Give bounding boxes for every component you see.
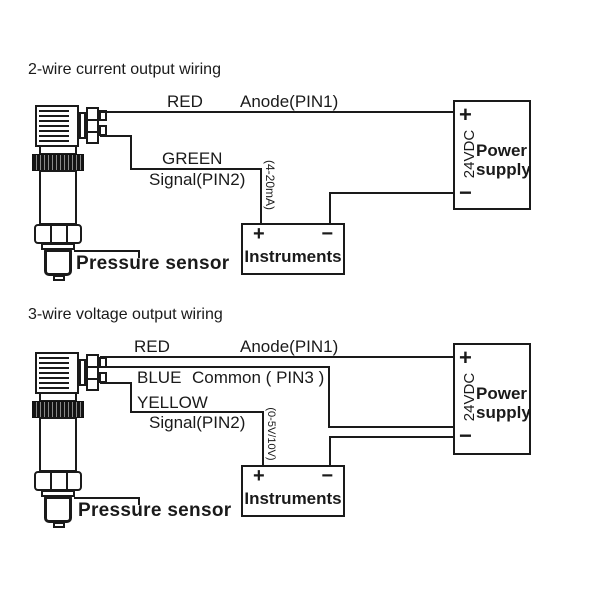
sensor-leader-line: [74, 497, 140, 499]
sensor-connector-head: [35, 352, 79, 394]
wire-minus-seg1: [329, 192, 331, 223]
sensor-pressure-port: [44, 496, 72, 523]
label-signal-pin2: Signal(PIN2): [149, 170, 246, 189]
wire-green-seg2: [130, 135, 132, 170]
power-supply-label-line1: Power: [476, 384, 528, 403]
sensor-hex-nut: [34, 224, 82, 244]
wire-minus-seg2: [329, 192, 455, 194]
diagram-title-2wire: 2-wire current output wiring: [28, 61, 221, 78]
sensor-leader-line: [74, 250, 140, 252]
instruments-box: + − Instruments: [241, 223, 345, 275]
label-pressure-sensor: Pressure sensor: [76, 253, 230, 274]
sensor-plug-body: [86, 107, 99, 144]
wire-red-top: [100, 111, 455, 113]
wire-yellow-seg3: [130, 411, 264, 413]
wire-blue-seg2: [328, 366, 330, 428]
label-signal-range-0-5v: (0-5V/10V): [265, 407, 277, 461]
instruments-plus-terminal: +: [253, 465, 265, 487]
instruments-plus-terminal: +: [253, 223, 265, 245]
wire-yellow-seg1: [100, 382, 132, 384]
sensor-pressure-port: [44, 249, 72, 276]
power-minus-terminal: −: [459, 423, 472, 448]
wire-yellow-seg4: [262, 411, 264, 465]
label-signal-pin2: Signal(PIN2): [149, 413, 246, 432]
sensor-plug-neck: [79, 112, 86, 139]
sensor-leader-tick: [138, 250, 140, 258]
sensor-head-ribs: [39, 110, 69, 142]
instruments-minus-terminal: −: [321, 465, 333, 487]
label-anode-pin1: Anode(PIN1): [240, 337, 339, 356]
sensor-port-nub: [53, 275, 65, 281]
sensor-body: [39, 417, 77, 472]
label-blue: BLUE: [137, 368, 182, 387]
sensor-hex-nut: [34, 471, 82, 491]
label-pressure-sensor: Pressure sensor: [78, 500, 232, 521]
power-minus-terminal: −: [459, 180, 472, 205]
sensor-leader-tick: [138, 497, 140, 505]
power-voltage-label: 24VDC: [461, 129, 478, 179]
wire-blue-seg1: [100, 366, 330, 368]
wire-red-bottom: [100, 356, 455, 358]
sensor-plug-body: [86, 354, 99, 391]
pressure-sensor-drawing: [29, 104, 115, 286]
sensor-port-nub: [53, 522, 65, 528]
power-supply-label-line1: Power: [476, 141, 528, 160]
instruments-minus-terminal: −: [321, 223, 333, 245]
label-red: RED: [134, 337, 170, 356]
label-signal-range-4-20ma: (4-20mA): [263, 159, 277, 210]
wire-yellow-seg2: [130, 382, 132, 413]
label-green: GREEN: [162, 149, 223, 168]
power-plus-terminal: +: [459, 102, 472, 127]
label-red: RED: [167, 92, 203, 111]
label-anode-pin1: Anode(PIN1): [240, 92, 339, 111]
instruments-label: Instruments: [244, 489, 342, 508]
instruments-label: Instruments: [244, 247, 342, 266]
power-plus-terminal: +: [459, 345, 472, 370]
sensor-head-ribs: [39, 357, 69, 389]
diagram-title-3wire: 3-wire voltage output wiring: [28, 306, 223, 323]
wire-blue-seg3: [328, 426, 455, 428]
sensor-knurled-ring: [32, 401, 84, 418]
sensor-connector-head: [35, 105, 79, 147]
wire-green-seg4: [260, 168, 262, 223]
sensor-plug-neck: [79, 359, 86, 386]
power-supply-box: + 24VDC − Power supply: [453, 100, 531, 210]
wire-minus-seg2: [329, 436, 455, 438]
power-supply-box: + 24VDC − Power supply: [453, 343, 531, 455]
instruments-box: + − Instruments: [241, 465, 345, 517]
sensor-knurled-ring: [32, 154, 84, 171]
sensor-body: [39, 170, 77, 225]
wire-green-seg1: [100, 135, 132, 137]
pressure-sensor-drawing: [29, 351, 115, 533]
wire-green-seg3: [130, 168, 262, 170]
power-supply-label-line2: supply: [476, 403, 531, 422]
label-yellow: YELLOW: [137, 393, 208, 412]
label-common-pin3: Common ( PIN3 ): [192, 368, 325, 387]
power-supply-label-line2: supply: [476, 160, 531, 179]
power-voltage-label: 24VDC: [461, 372, 478, 422]
wire-minus-seg1: [329, 436, 331, 465]
